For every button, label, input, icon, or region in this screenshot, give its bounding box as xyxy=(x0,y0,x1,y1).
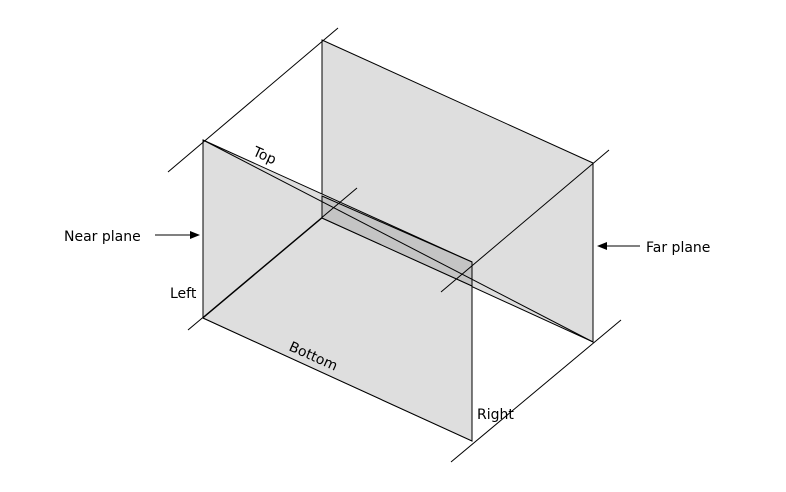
far-plane-arrowhead xyxy=(597,242,607,250)
top-right-guide-line xyxy=(440,149,610,293)
top-left-guide-line xyxy=(167,27,339,173)
top-edge-line xyxy=(202,139,594,343)
near-plane-arrowhead xyxy=(190,231,200,239)
left-label: Left xyxy=(170,286,197,302)
far-plane-label: Far plane xyxy=(646,240,710,256)
bottom-left-guide-line xyxy=(187,187,358,331)
bottom-right-guide-line xyxy=(450,319,622,463)
right-label: Right xyxy=(477,407,514,423)
near-plane-label: Near plane xyxy=(64,229,141,245)
